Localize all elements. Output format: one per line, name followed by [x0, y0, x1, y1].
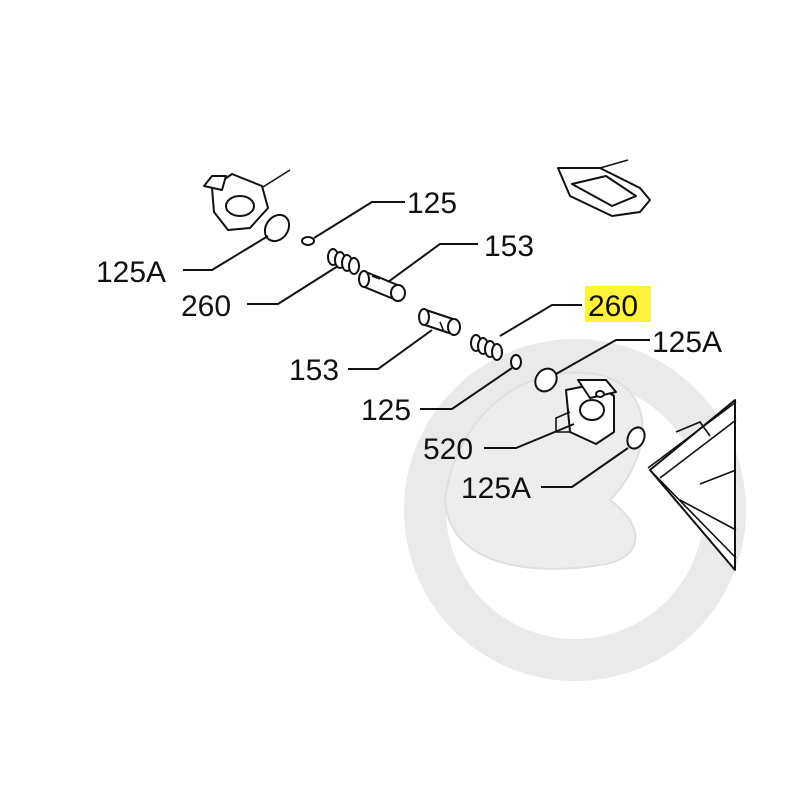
- label-125a-bottom: 125A: [461, 472, 531, 505]
- label-520: 520: [423, 433, 473, 466]
- oring-125-mid: [510, 354, 522, 370]
- label-153-top: 153: [484, 230, 534, 263]
- housing-right: [647, 399, 737, 571]
- label-125-mid: 125: [361, 394, 411, 427]
- oring-125a-right: [534, 367, 558, 393]
- oring-125a-left: [263, 213, 291, 243]
- hinge-520: [555, 379, 617, 445]
- pin-153-mid: [418, 308, 461, 336]
- bracket-top-right: [557, 159, 651, 217]
- oring-125-top: [301, 236, 315, 246]
- label-125a-right: 125A: [652, 326, 722, 359]
- leader-lines: [183, 201, 650, 488]
- spring-260-left: [327, 248, 360, 275]
- label-260-highlight: 260: [588, 290, 638, 323]
- label-125a-left: 125A: [96, 256, 166, 289]
- oring-125a-bottom: [626, 426, 646, 450]
- label-125-top: 125: [407, 187, 457, 220]
- housing-top-left: [203, 169, 291, 231]
- label-260-left: 260: [181, 290, 231, 323]
- highlight-260: [585, 286, 651, 322]
- spring-260-right: [470, 334, 503, 361]
- label-153-mid: 153: [289, 354, 339, 387]
